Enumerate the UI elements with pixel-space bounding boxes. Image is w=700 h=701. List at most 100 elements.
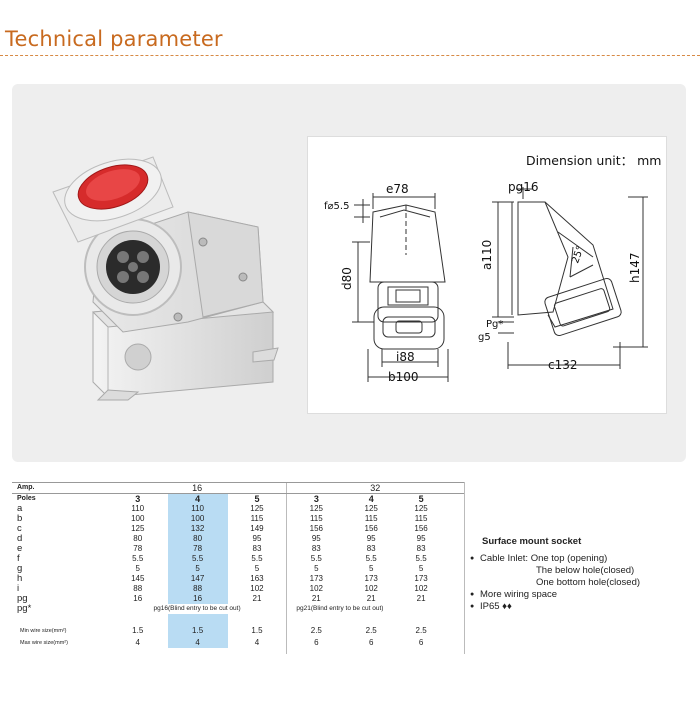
row-label: b [17,513,23,524]
dim-pg-label: pg16 [508,180,539,194]
cell-32-5: 102 [414,584,428,593]
cell-32-3: 21 [311,594,321,603]
amp-label: Amp. [17,484,35,491]
table-row: b 100 100 115 115 115 115 [12,514,464,524]
cell-16-3: 145 [131,574,145,583]
dim-h-label: h147 [628,252,642,283]
cell-16-5: 5 [254,564,260,573]
cell-16-5: 83 [252,544,262,553]
min-wire-label: Min wire size(mm²) [20,627,67,634]
cell-16-5: 149 [250,524,264,533]
row-label: a [17,503,23,514]
cell-32-5: 5 [418,564,424,573]
pole-16-4: 4 [167,493,228,504]
amp-32: 32 [370,483,381,493]
cell-32-4: 5.5 [365,554,377,563]
cell-32-5: 95 [416,534,426,543]
cell-32-3: 5 [314,564,319,573]
max-32-5: 6 [418,637,424,647]
max-16-5: 4 [254,637,260,647]
title-divider [0,55,700,56]
cell-32-4: 173 [364,574,378,583]
cell-16-4: 88 [167,584,228,594]
amp-16: 16 [192,483,203,493]
dim-a-label: a110 [480,240,494,270]
notes-ip: IP65 ♦♦ [470,601,640,613]
dim-i-label: i88 [396,350,415,364]
notes-inlet: Cable Inlet: One top (opening) [470,553,640,565]
cell-16-5: 5.5 [251,554,263,563]
cell-16-5: 163 [250,574,264,583]
cell-32-4: 102 [364,584,378,593]
cell-16-3: 100 [131,514,145,523]
pgstar-16: pg16(Blind entry to be cut out) [153,605,241,612]
poles-label: Poles [17,495,36,502]
row-label: f [17,553,20,564]
cell-16-3: 16 [133,594,143,603]
row-label: g [17,563,23,574]
min-16-3: 1.5 [132,625,144,635]
cell-32-4: 115 [364,514,378,523]
cell-16-3: 125 [131,524,145,533]
dimension-unit-label: Dimension unit： mm [526,153,662,168]
cell-16-4: 100 [167,514,228,524]
page-title: Technical parameter [5,27,223,51]
cell-32-3: 115 [309,514,323,523]
cell-16-3: 88 [133,584,143,593]
cell-32-5: 156 [414,524,428,533]
cell-16-4: 16 [167,594,228,604]
cell-32-3: 102 [309,584,323,593]
pole-32-4: 4 [368,494,374,504]
table-divider-32 [286,482,287,654]
cell-32-4: 21 [366,594,376,603]
dim-pgstar-label: Pg* [486,319,503,330]
cell-32-4: 125 [364,504,378,513]
cell-32-5: 115 [414,514,428,523]
cell-32-3: 95 [311,534,321,543]
cell-16-5: 95 [252,534,262,543]
notes-heading: Surface mount socket [482,536,582,547]
cell-16-5: 115 [250,514,264,523]
cell-16-4: 5 [167,564,228,574]
min-32-5: 2.5 [415,625,427,635]
pole-16-3: 3 [135,494,141,504]
pole-32-5: 5 [418,494,424,504]
dim-f-label: f⌀5.5 [324,201,349,212]
max-32-3: 6 [314,637,319,647]
dimension-drawing-svg: e78 f⌀5.5 d80 i88 b100 pg16 a110 h147 Pg… [324,180,648,384]
pole-32-3: 3 [313,494,319,504]
pgstar-32: pg21(Blind entry to be cut out) [296,605,384,612]
dim-g-label: g5 [478,332,491,343]
max-32-4: 6 [368,637,374,647]
notes-inlet-below: The below hole(closed) [536,565,635,576]
cell-16-4: 147 [167,574,228,584]
cell-16-3: 5 [135,564,140,573]
cell-32-5: 21 [416,594,426,603]
cell-32-5: 5.5 [415,554,427,563]
dim-c-label: c132 [548,358,578,372]
cell-32-5: 125 [414,504,428,513]
cell-32-3: 83 [311,544,321,553]
dimension-drawing: Dimension unit： mm [307,136,667,414]
pgstar-label: pg* [17,603,32,614]
cell-16-3: 80 [133,534,143,543]
row-label: d [17,533,23,544]
cell-32-3: 125 [309,504,323,513]
cell-16-4: 78 [167,544,228,554]
max-16-3: 4 [135,637,140,647]
min-32-3: 2.5 [310,625,322,635]
notes-wiring: More wiring space [470,589,640,601]
table-divider-notes [464,482,465,654]
row-label: pg [17,593,28,604]
max-16-4: 4 [167,637,228,648]
product-photo [52,156,279,401]
cell-16-4: 132 [167,524,228,534]
dim-e-label: e78 [386,182,409,196]
